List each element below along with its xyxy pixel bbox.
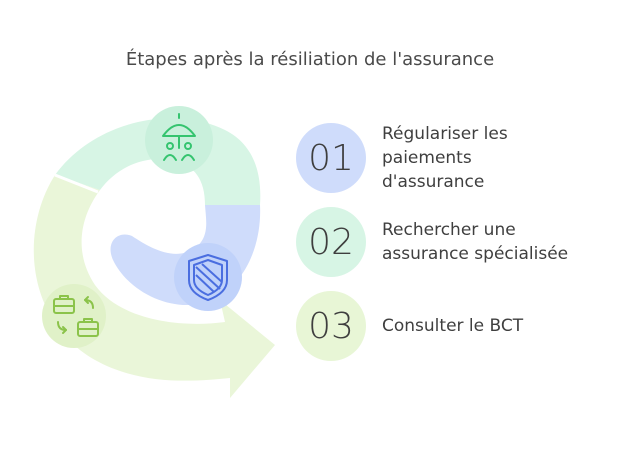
step-label-02: Rechercher une assurance spécialisée (382, 220, 569, 264)
step-number-02: 02 (296, 207, 366, 277)
briefcase-badge (42, 284, 106, 348)
step-label-01: Régulariser les paiements d'assurance (382, 124, 508, 192)
step-number-01: 01 (296, 123, 366, 193)
briefcase-exchange-icon (53, 295, 99, 337)
step-label-03: Consulter le BCT (382, 316, 524, 336)
umbrella-family-icon (162, 113, 196, 161)
shield-icon (188, 254, 228, 301)
diagram-title: Étapes après la résiliation de l'assuran… (125, 49, 495, 70)
step-number-03: 03 (296, 291, 366, 361)
lime-arc (33, 175, 275, 398)
